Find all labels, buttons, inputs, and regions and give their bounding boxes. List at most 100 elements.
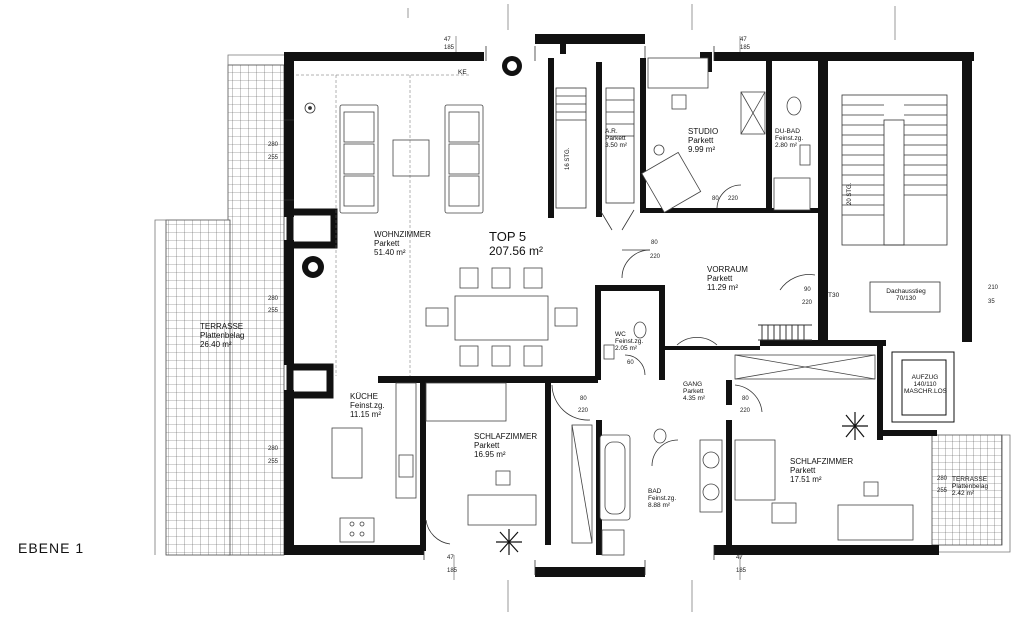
room-area: 3.50 m² [605,142,628,149]
dim-door-ar-h: 220 [650,254,660,260]
bathtub [599,428,723,556]
dim-value: 185 [736,568,747,574]
wc-fixtures [603,321,647,360]
room-label-bad: BAD Feinst.zg. 8.88 m² [648,488,676,509]
roof-hatch-size: 70/130 [896,295,916,302]
dim-value: 60 [627,360,634,366]
dim-value: 220 [728,196,739,202]
dim-right-b: 35 [988,299,995,305]
room-name: VORRAUM [707,265,748,274]
elevator-note: MASCHR.LOS [904,388,947,395]
room-name: GANG [683,381,703,388]
dim-value: 185 [447,568,458,574]
dim-value: 255 [268,308,279,314]
room-name: TERRASSE [200,322,244,331]
roof-hatch-name: Dachausstieg [886,288,926,295]
dim-window-left-3: 280 [268,446,278,452]
dim-value: 255 [937,488,948,494]
room-label-terrasse-left: TERRASSE Plattenbelag 26.40 m² [200,322,244,349]
dim-bottom-right: 47 [736,555,743,561]
dim-bottom-right-b: 185 [736,568,746,574]
dim-top-left-b: 185 [444,45,454,51]
room-area: 51.40 m² [374,248,406,257]
terrace-right [920,434,1011,553]
stairs-right-label: 20 STG. [847,182,853,205]
dim-value: 220 [578,408,589,414]
room-label-wohnzimmer: WOHNZIMMER Parkett 51.40 m² [374,230,431,257]
room-floor: Feinst.zg. [615,338,644,345]
dim-window-left-2b: 255 [268,308,278,314]
dimension-marks [407,4,896,612]
dim-window-right: 280 [937,476,947,482]
room-label-kueche: KÜCHE Feinst.zg. 11.15 m² [350,392,385,419]
room-label-schlafzimmer-2: SCHLAFZIMMER Parkett 17.51 m² [790,457,853,484]
dim-value: 47 [740,37,747,43]
kitchen-counter [331,382,507,543]
dim-door-gang-left-h: 220 [578,408,588,414]
room-floor: Feinst.zg. [350,401,385,410]
dim-value: 280 [268,142,279,148]
dim-bottom-left-b: 185 [447,568,457,574]
dim-door-gang-left: 80 [580,396,587,402]
room-name: STUDIO [688,127,719,136]
elevator-size: 140/110 [913,381,937,388]
dim-window-left-1: 280 [268,142,278,148]
room-area: 26.40 m² [200,340,232,349]
room-area: 2.42 m² [952,490,975,497]
unit-area: 207.56 m² [489,244,544,258]
unit-title: TOP 5 [489,229,527,244]
dim-bottom-left: 47 [447,555,454,561]
dim-value: 255 [268,155,279,161]
bedroom-1-furniture [467,424,593,544]
dim-door-vorraum: 90 [804,287,811,293]
dim-value: 35 [988,299,995,305]
dim-door-studio-h: 220 [728,196,738,202]
dim-top-right: 47 [740,37,747,43]
sofa-left [339,104,379,214]
dim-value: 185 [444,45,455,51]
room-floor: Parkett [474,441,500,450]
dim-value: 80 [651,240,658,246]
room-area: 16.95 m² [474,450,506,459]
dim-door-ar: 80 [651,240,658,246]
dim-window-left-2: 280 [268,296,278,302]
room-label-wc: WC Feinst.zg. 2.05 m² [615,331,643,352]
dining-table [425,267,578,367]
room-floor: Feinst.zg. [648,495,677,502]
dim-value: 280 [268,296,279,302]
dim-value: 47 [444,37,451,43]
elevator-name: AUFZUG [911,374,939,381]
dim-value: 80 [742,396,749,402]
bathroom-fixtures [740,91,811,211]
room-floor: Plattenbelag [952,483,989,490]
dim-top-right-b: 185 [740,45,750,51]
dim-window-right-b: 255 [937,488,947,494]
dim-value: 220 [802,300,813,306]
roof-hatch [869,281,941,313]
room-floor: Parkett [683,388,704,395]
room-name: WOHNZIMMER [374,230,431,239]
ceiling-lights [304,102,316,114]
room-floor: Parkett [688,136,714,145]
dim-window-left-1b: 255 [268,155,278,161]
room-floor: Parkett [707,274,733,283]
room-name: TERRASSE [952,476,988,483]
room-floor: Plattenbelag [200,331,245,340]
stairs-left-label: 16 STG. [565,147,571,170]
dim-value: 220 [740,408,751,414]
room-area: 11.29 m² [707,283,738,292]
room-floor: Parkett [605,135,626,142]
interior-walls [286,58,937,555]
room-area: 2.05 m² [615,345,638,352]
room-area: 4.35 m² [683,395,706,402]
coffee-table [392,139,430,177]
dim-value: 90 [804,287,811,293]
roof-hatch-label: Dachausstieg 70/130 [876,288,936,302]
room-name: KÜCHE [350,392,379,401]
outer-walls [284,34,974,577]
room-floor: Parkett [374,239,400,248]
level-label: EBENE 1 [18,540,85,556]
dim-door-gang-right: 80 [742,396,749,402]
room-label-studio: STUDIO Parkett 9.99 m² [688,127,718,154]
